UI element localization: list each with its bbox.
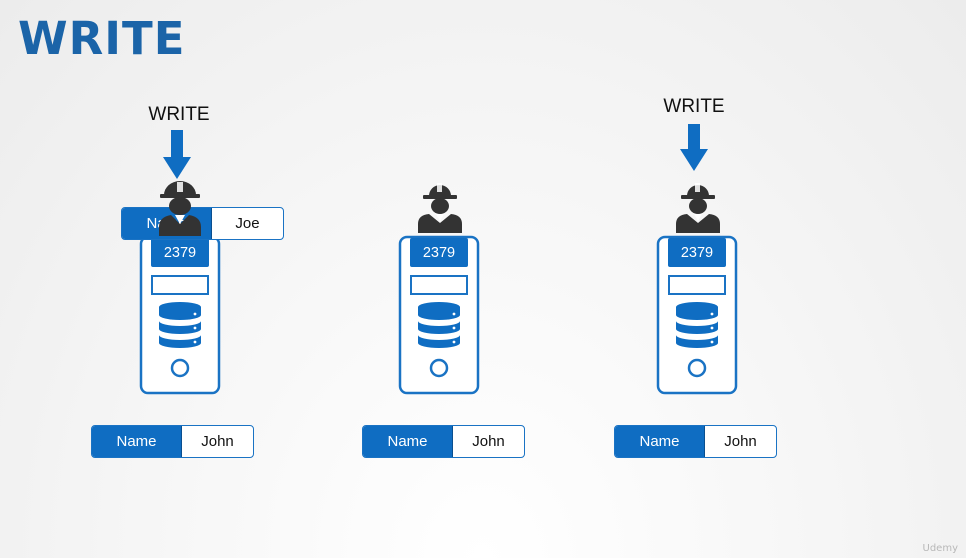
write-label-left: WRITE — [148, 104, 210, 125]
etcd-server-left: 2379 — [139, 235, 221, 395]
etcd-server-right: 2379 — [656, 183, 738, 395]
watermark: Udemy — [922, 543, 958, 554]
database-icon — [418, 302, 460, 348]
database-icon — [676, 302, 718, 348]
etcd-server-middle: 2379 — [398, 183, 480, 395]
record-middle-value: John — [472, 433, 505, 450]
record-right-value: John — [724, 433, 757, 450]
port-label: 2379 — [164, 245, 196, 261]
record-right-key: Name — [615, 426, 705, 457]
record-right: Name John — [614, 425, 777, 458]
down-arrow-icon — [163, 130, 191, 179]
record-left: Name John — [91, 425, 254, 458]
port-label: 2379 — [423, 245, 455, 261]
write-label-right: WRITE — [663, 96, 725, 117]
record-middle: Name John — [362, 425, 525, 458]
record-left-value: John — [201, 433, 234, 450]
record-middle-key: Name — [363, 426, 453, 457]
worker-icon — [159, 181, 201, 236]
incoming-record-value: Joe — [235, 215, 260, 232]
slide-title: WRITE — [18, 12, 186, 65]
port-label: 2379 — [681, 245, 713, 261]
database-icon — [159, 302, 201, 348]
down-arrow-icon — [680, 124, 708, 171]
record-left-key: Name — [92, 426, 182, 457]
